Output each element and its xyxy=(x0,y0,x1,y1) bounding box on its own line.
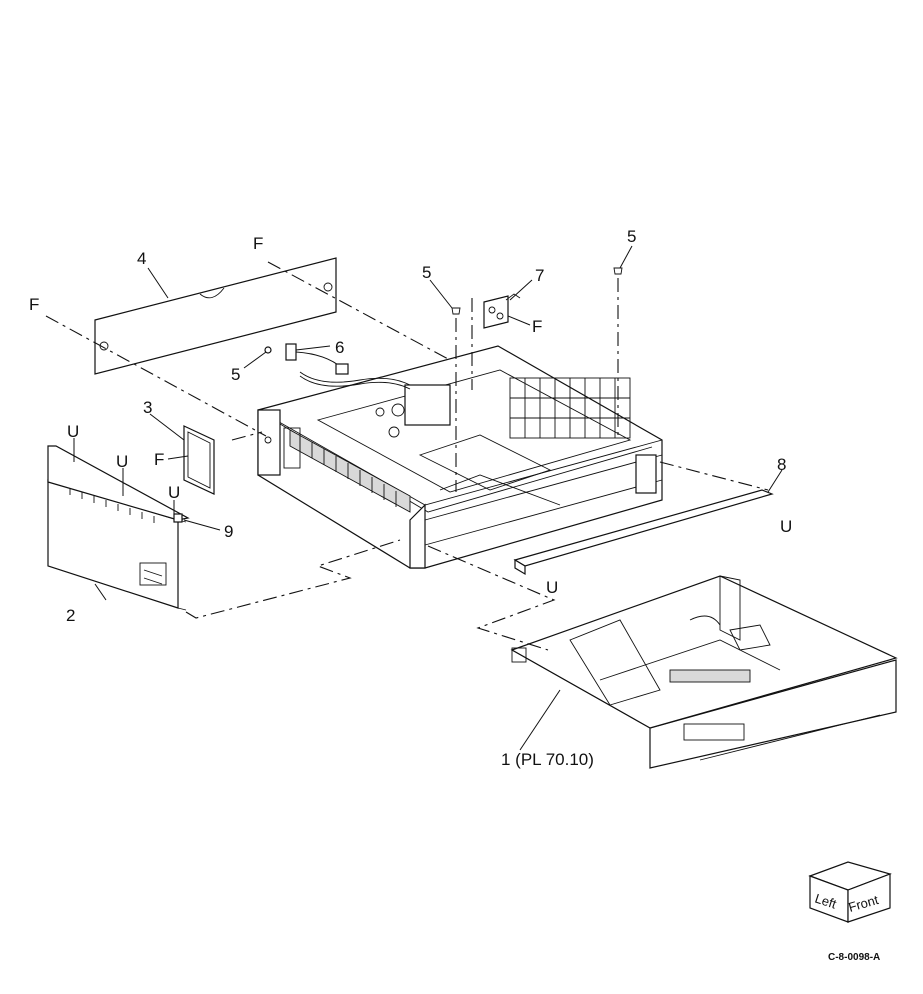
label-u-1: U xyxy=(67,422,79,441)
label-part-5-center: 5 xyxy=(422,263,431,282)
part-3-pwb xyxy=(183,425,215,495)
cube-left-label: Left xyxy=(813,891,839,912)
label-f-pwb: F xyxy=(154,450,164,469)
label-u-bar-right: U xyxy=(780,517,792,536)
label-part-9: 9 xyxy=(224,522,233,541)
label-part-6: 6 xyxy=(335,338,344,357)
feeder-frame xyxy=(257,345,663,569)
part-5-screws xyxy=(264,267,623,354)
label-u-2: U xyxy=(116,452,128,471)
callout-labels: 4 F F 5 5 5 6 7 F 3 F U U U 9 2 8 U U 1 … xyxy=(29,227,792,769)
part-8-bar xyxy=(513,489,774,576)
label-part-5-right: 5 xyxy=(627,227,636,246)
label-part-4: 4 xyxy=(137,249,146,268)
label-u-3: U xyxy=(168,483,180,502)
label-f-left: F xyxy=(29,295,39,314)
part-2-left-cover xyxy=(47,445,190,611)
part-9-hook xyxy=(173,513,183,523)
label-part-5-left: 5 xyxy=(231,365,240,384)
label-f-top: F xyxy=(253,234,263,253)
label-u-bar-left: U xyxy=(546,578,558,597)
figure-reference: C-8-0098-A xyxy=(828,952,880,963)
part-7-bracket xyxy=(483,293,521,329)
label-part-2: 2 xyxy=(66,606,75,625)
label-part-1: 1 (PL 70.10) xyxy=(501,750,594,769)
orientation-cube: Left Front xyxy=(808,861,892,923)
label-part-3: 3 xyxy=(143,398,152,417)
label-f-bracket: F xyxy=(532,317,542,336)
part-1-paper-tray xyxy=(510,575,898,769)
leader-lines xyxy=(73,245,783,751)
part-4-rear-cover xyxy=(94,257,337,375)
label-part-7: 7 xyxy=(535,266,544,285)
part-6-clip xyxy=(285,343,349,375)
label-part-8: 8 xyxy=(777,455,786,474)
assembly-lines xyxy=(45,261,769,651)
